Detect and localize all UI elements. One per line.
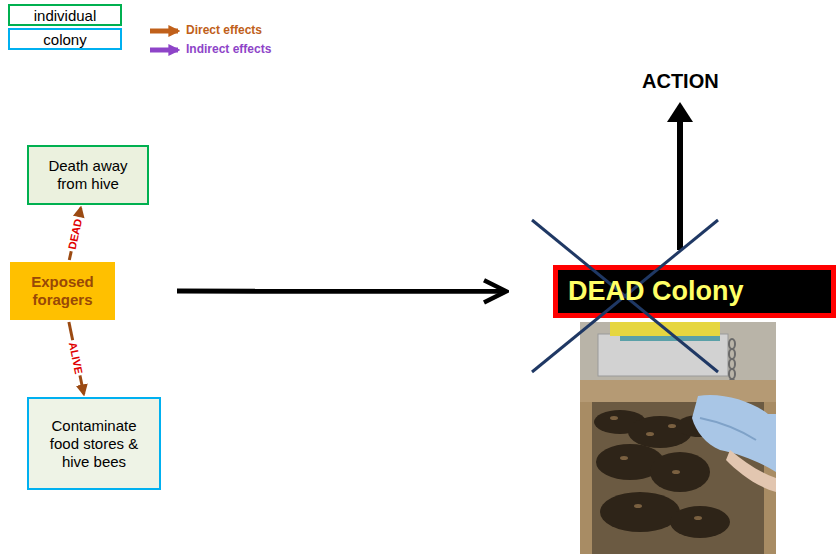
edge-label: DEAD (65, 216, 84, 253)
effect-arrow (177, 289, 505, 294)
edge-label: ALIVE (67, 339, 86, 377)
node-text: Contaminate food stores & hive bees (35, 417, 153, 471)
node-text: DEAD Colony (568, 275, 744, 307)
legend-entry: Direct effects (186, 23, 262, 37)
legend-entry: Indirect effects (186, 42, 271, 56)
indirect-effect-arrow (150, 48, 178, 53)
outcome-banner: DEAD Colony (553, 265, 836, 318)
legend-text: colony (43, 31, 86, 48)
node-text: Exposed foragers (15, 273, 110, 309)
individual-effect-box: Death away from hive (27, 145, 149, 205)
direct-effect-arrow (150, 29, 178, 34)
source-box: Exposed foragers (10, 262, 115, 320)
legend-text: Indirect effects (186, 42, 271, 56)
dead-bees-photo (580, 322, 776, 554)
legend-entry: individual (8, 4, 122, 26)
action-arrow (667, 102, 693, 250)
colony-effect-box: Contaminate food stores & hive bees (27, 397, 161, 490)
node-text: Death away from hive (35, 157, 141, 193)
legend-swatch: individual (8, 4, 122, 26)
action-label: ACTION (642, 70, 719, 93)
legend-text: individual (34, 7, 97, 24)
legend-entry: colony (8, 28, 122, 50)
legend-text: Direct effects (186, 23, 262, 37)
legend-swatch: colony (8, 28, 122, 50)
